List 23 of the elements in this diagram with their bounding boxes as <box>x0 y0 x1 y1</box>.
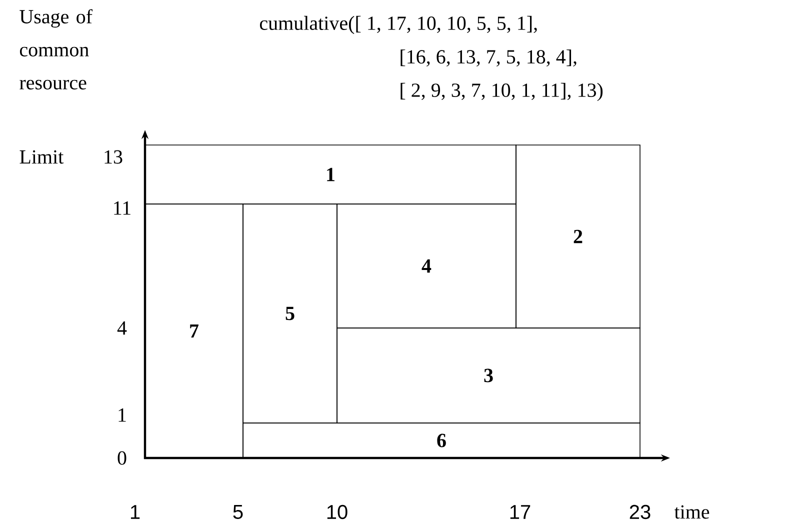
axis-title: Usage of common resource <box>20 9 92 90</box>
tick-label: 17 <box>510 505 530 519</box>
task-box: 4 <box>336 204 516 328</box>
tick-label: 13 <box>104 150 122 164</box>
tick-label: 1 <box>130 505 140 519</box>
tick-label: 0 <box>118 451 126 465</box>
limit-label: Limit <box>20 150 64 164</box>
task-box: 1 <box>144 144 516 204</box>
task-box: 3 <box>336 328 640 424</box>
tick-label: 4 <box>117 321 127 335</box>
constraint-text: [16, 6, 13, 7, 5, 18, 4], <box>400 50 576 66</box>
tick-label: 11 <box>114 201 130 215</box>
tick-label: 23 <box>630 504 650 520</box>
task-box: 2 <box>516 144 640 328</box>
constraint-text: cumulative([ 1, 17, 10, 10, 5, 5, 1], <box>260 16 537 34</box>
tick-label: 10 <box>327 504 348 520</box>
tick-label: 1 <box>118 408 126 422</box>
task-box: 5 <box>242 204 338 424</box>
tick-label: 5 <box>233 505 243 519</box>
task-box: 6 <box>242 422 640 458</box>
constraint-text: [ 2, 9, 3, 7, 10, 1, 11], 13) <box>400 82 603 102</box>
task-box: 7 <box>144 204 244 458</box>
axis-title: time <box>674 505 710 519</box>
